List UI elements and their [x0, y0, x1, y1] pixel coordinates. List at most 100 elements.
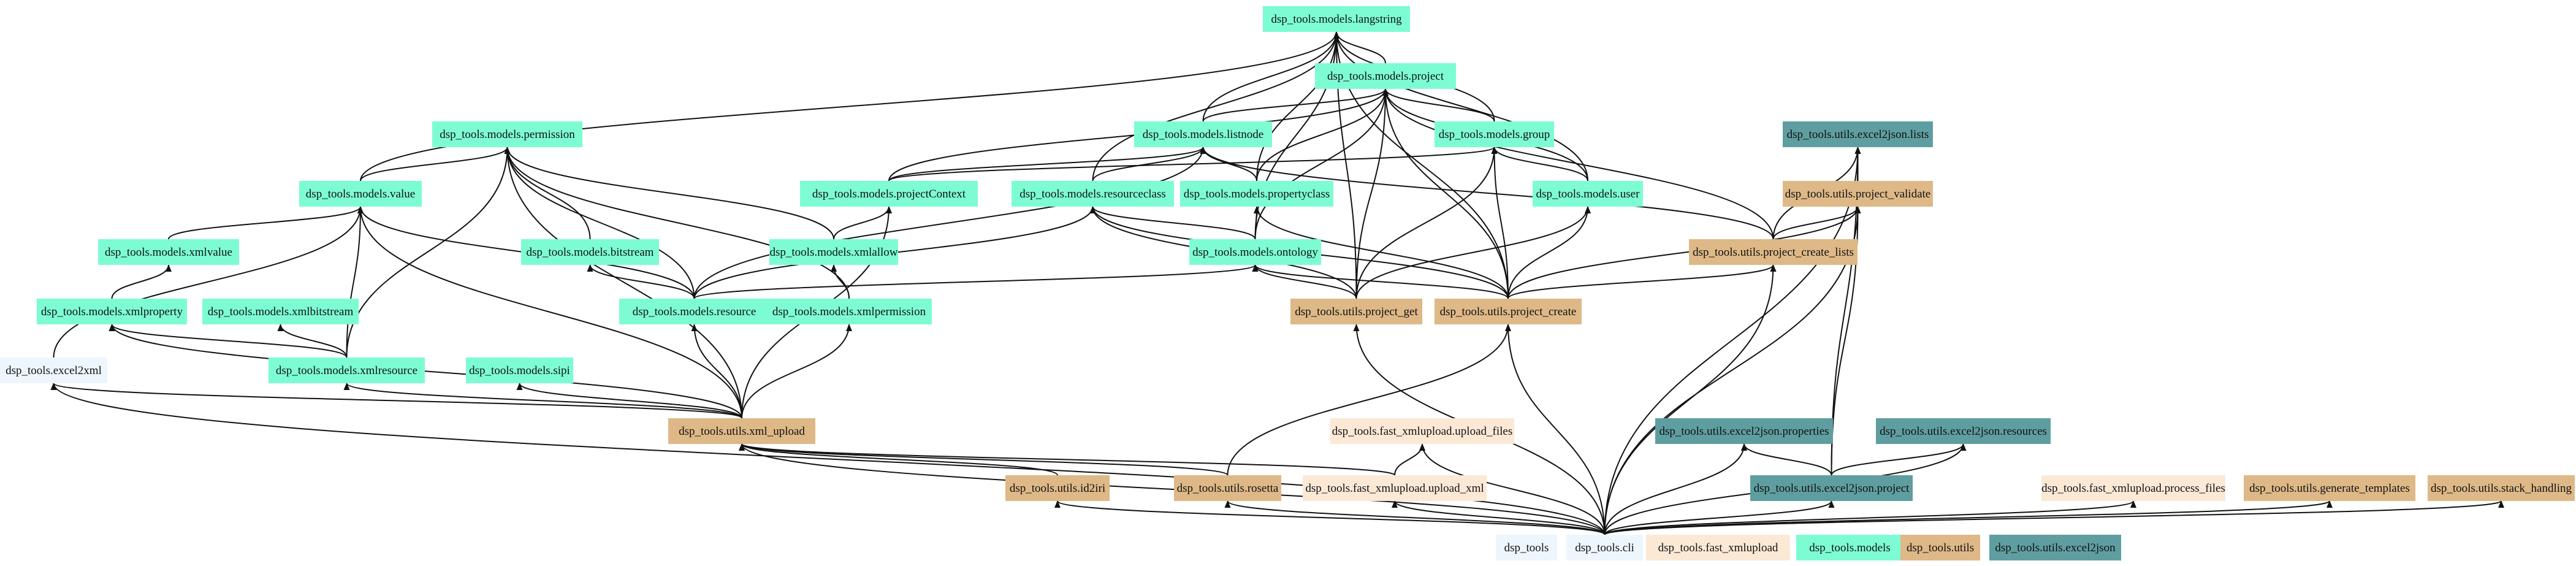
- node-label: dsp_tools.utils.rosetta: [1177, 482, 1279, 495]
- edge-listnode-to-project: [1202, 88, 1389, 122]
- edge-resourceclass-to-listnode: [1092, 147, 1206, 182]
- node-fast_xmlupload: dsp_tools.fast_xmlupload: [1646, 535, 1790, 560]
- node-label: dsp_tools.models.sipi: [469, 364, 570, 377]
- edge-project_create-to-project_validate: [1507, 206, 1861, 299]
- node-label: dsp_tools.models.xmlallow: [770, 246, 898, 259]
- node-box: [1783, 121, 1933, 147]
- node-bitstream: dsp_tools.models.bitstream: [521, 239, 659, 265]
- node-box: [1435, 121, 1554, 147]
- node-xml_upload: dsp_tools.utils.xml_upload: [668, 418, 815, 444]
- node-box: [1655, 418, 1833, 444]
- node-box: [1796, 535, 1903, 560]
- edge-value-to-langstring: [360, 31, 1339, 182]
- edge-e2j_project-to-e2j_resources: [1831, 443, 1967, 476]
- edge-cli-to-project_create: [1505, 324, 1606, 535]
- node-box: [1876, 418, 2051, 444]
- edge-xmlresource-to-xmlbitstream: [277, 324, 348, 358]
- edge-xmlproperty-to-xmlvalue: [111, 264, 172, 299]
- edge-resource-to-listnode: [693, 147, 1206, 299]
- node-value: dsp_tools.models.value: [299, 181, 422, 207]
- node-resourceclass: dsp_tools.models.resourceclass: [1012, 181, 1174, 207]
- node-projectContext: dsp_tools.models.projectContext: [800, 181, 978, 207]
- node-box: [1330, 418, 1514, 444]
- node-label: dsp_tools.models.resourceclass: [1019, 188, 1166, 201]
- node-box: [202, 299, 359, 324]
- node-label: dsp_tools.fast_xmlupload.upload_xml: [1305, 482, 1484, 495]
- node-box: [1290, 299, 1422, 324]
- node-box: [432, 121, 582, 147]
- node-box: [1496, 535, 1557, 560]
- node-label: dsp_tools.utils.excel2json.resources: [1880, 425, 2047, 438]
- node-rosetta: dsp_tools.utils.rosetta: [1174, 475, 1281, 501]
- node-xmlallow: dsp_tools.models.xmlallow: [769, 239, 898, 265]
- node-label: dsp_tools.models: [1809, 541, 1890, 554]
- edge-resourceclass-to-langstring: [1092, 31, 1339, 182]
- node-e2j_resources: dsp_tools.utils.excel2json.resources: [1876, 418, 2051, 444]
- node-label: dsp_tools.cli: [1575, 541, 1634, 554]
- edge-cli-to-project_validate: [1604, 206, 1861, 535]
- node-box: [1303, 475, 1487, 501]
- node-box: [1566, 535, 1643, 560]
- edge-user-to-group: [1491, 147, 1588, 182]
- node-label: dsp_tools.utils.excel2json.properties: [1659, 425, 1829, 438]
- node-project_validate: dsp_tools.utils.project_validate: [1783, 181, 1933, 207]
- node-label: dsp_tools.models.xmlproperty: [41, 305, 183, 318]
- node-label: dsp_tools.utils.excel2json.project: [1754, 482, 1910, 495]
- edge-project_create_lists-to-project: [1382, 88, 1774, 240]
- node-lists: dsp_tools.utils.excel2json.lists: [1783, 121, 1933, 147]
- node-box: [668, 418, 815, 444]
- node-e2j_project: dsp_tools.utils.excel2json.project: [1750, 475, 1913, 501]
- node-box: [1900, 535, 1980, 560]
- edge-rosetta-to-xml_upload: [739, 443, 1229, 476]
- edge-projectContext-to-group: [888, 147, 1498, 182]
- edge-xml_upload-to-permission: [504, 147, 742, 419]
- node-upload_files: dsp_tools.fast_xmlupload.upload_files: [1330, 418, 1514, 444]
- node-project_get: dsp_tools.utils.project_get: [1290, 299, 1422, 324]
- node-box: [1689, 239, 1858, 265]
- node-box: [98, 239, 239, 265]
- node-label: dsp_tools.models.bitstream: [527, 246, 654, 259]
- node-box: [2428, 475, 2575, 501]
- node-box: [769, 239, 898, 265]
- edge-project_create_lists-to-listnode: [1200, 147, 1774, 240]
- node-box: [1189, 239, 1321, 265]
- edge-project_get-to-project: [1355, 88, 1389, 299]
- node-box: [1005, 475, 1110, 501]
- node-propertyclass: dsp_tools.models.propertyclass: [1180, 181, 1333, 207]
- node-e2j_properties: dsp_tools.utils.excel2json.properties: [1655, 418, 1833, 444]
- edge-xmlallow-to-projectContext: [833, 206, 892, 240]
- edge-xmlvalue-to-value: [168, 206, 364, 240]
- edge-bitstream-to-permission: [504, 147, 591, 240]
- node-label: dsp_tools.models.langstring: [1271, 13, 1402, 26]
- node-box: [1435, 299, 1582, 324]
- node-label: dsp_tools.models.user: [1536, 188, 1640, 201]
- edge-resource-to-permission: [504, 147, 695, 299]
- node-project: dsp_tools.models.project: [1315, 63, 1456, 89]
- edge-cli-to-upload_files: [1419, 443, 1606, 535]
- node-user: dsp_tools.models.user: [1533, 181, 1643, 207]
- node-sipi: dsp_tools.models.sipi: [466, 358, 573, 383]
- node-cli: dsp_tools.cli: [1566, 535, 1643, 560]
- edge-projectContext-to-listnode: [888, 147, 1206, 182]
- edge-project_create-to-propertyclass: [1254, 206, 1509, 299]
- node-label: dsp_tools.models.xmlpermission: [772, 305, 926, 318]
- node-label: dsp_tools.models.ontology: [1192, 246, 1318, 259]
- node-box: [2244, 475, 2415, 501]
- edge-xmlresource-to-permission: [346, 147, 511, 358]
- node-models: dsp_tools.models: [1796, 535, 1903, 560]
- node-label: dsp_tools.models.resource: [633, 305, 756, 318]
- node-label: dsp_tools.models.propertyclass: [1184, 188, 1330, 201]
- node-label: dsp_tools.models.xmlbitstream: [208, 305, 354, 318]
- node-box: [1180, 181, 1333, 207]
- node-label: dsp_tools.utils.project_create: [1440, 305, 1577, 318]
- edge-cli-to-xml_upload: [739, 443, 1606, 535]
- node-excel2json: dsp_tools.utils.excel2json: [1989, 535, 2121, 560]
- edge-xmlresource-to-value: [346, 206, 364, 358]
- edge-cli-to-excel2xml: [50, 383, 1606, 535]
- edge-xml_upload-to-resource: [691, 324, 742, 419]
- edge-id2iri-to-xml_upload: [739, 443, 1058, 476]
- edge-cli-to-upload_xml: [1392, 500, 1606, 535]
- edge-upload_xml-to-xml_upload: [739, 443, 1395, 476]
- node-box: [1989, 535, 2121, 560]
